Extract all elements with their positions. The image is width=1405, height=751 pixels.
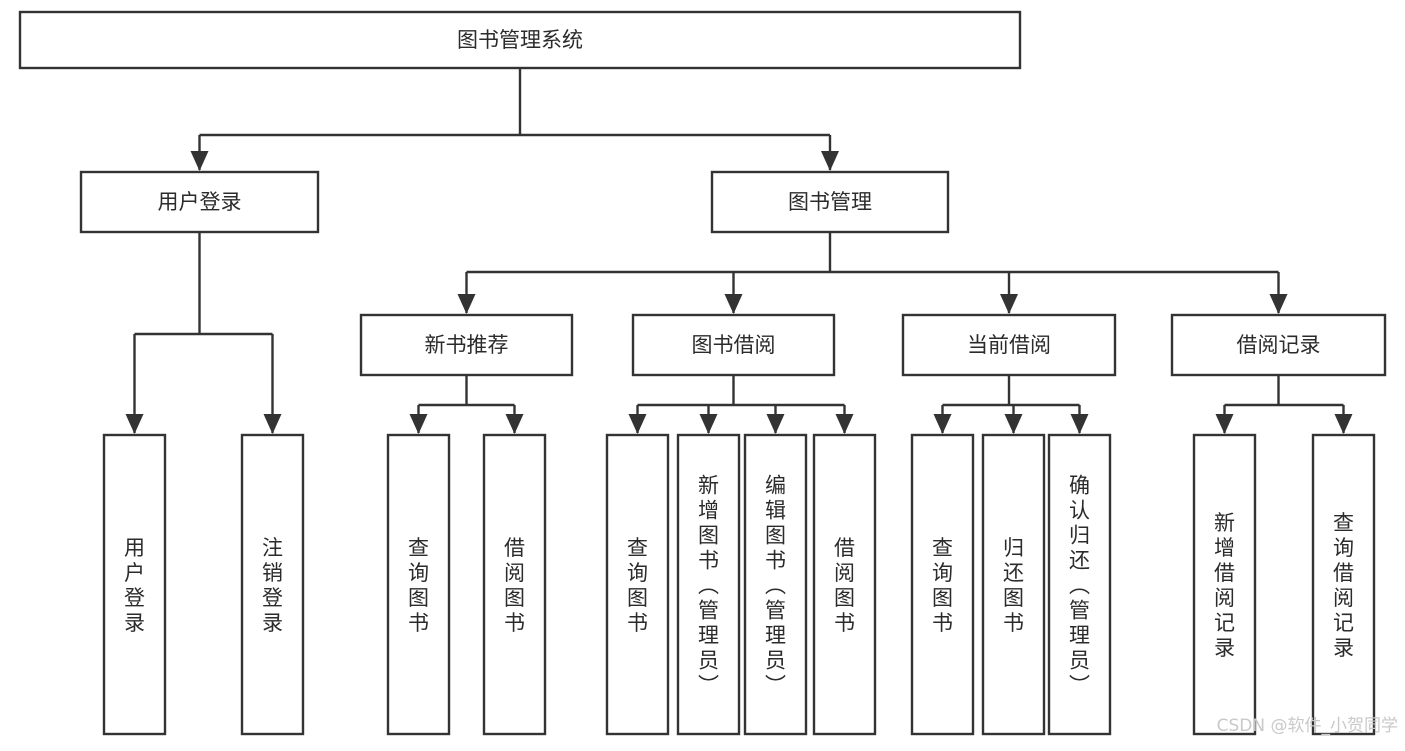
node-box-leaf-query-book-c [910, 433, 975, 736]
csdn-watermark: CSDN @软件_小贺同学 [1217, 716, 1398, 736]
node-label-leaf-borrow-book-b: 借阅图书 [834, 536, 855, 635]
node-box-leaf-confirm-return [1047, 433, 1112, 736]
node-book-manage[interactable]: 图书管理 [710, 170, 950, 234]
node-box-borrow-record [1170, 313, 1387, 377]
node-label-user-login: 用户登录 [158, 190, 242, 214]
node-label-book-manage: 图书管理 [788, 190, 872, 214]
node-box-leaf-borrow-book-a [482, 433, 547, 736]
node-leaf-add-book[interactable]: 新增图书︵管理员︶ [676, 433, 741, 736]
node-label-leaf-add-book: 新增图书︵管理员︶ [698, 474, 719, 698]
node-box-root [18, 10, 1022, 70]
node-box-leaf-add-book [676, 433, 741, 736]
node-leaf-user-login[interactable]: 用户登录 [102, 433, 167, 736]
node-box-leaf-query-book-a [386, 433, 451, 736]
node-box-leaf-borrow-book-b [812, 433, 877, 736]
node-label-leaf-query-book-c: 查询图书 [932, 536, 953, 635]
node-label-leaf-user-login: 用户登录 [124, 536, 145, 635]
arrow-head-icon [724, 294, 743, 314]
arrow-head-icon [190, 151, 209, 171]
node-leaf-query-book-b[interactable]: 查询图书 [605, 433, 670, 736]
arrow-head-icon [457, 294, 476, 314]
arrow-head-icon [835, 414, 854, 434]
arrow-head-icon [699, 414, 718, 434]
arrow-head-icon [1004, 414, 1023, 434]
node-label-leaf-confirm-return: 确认归还︵管理员︶ [1069, 474, 1090, 698]
arrow-head-icon [1215, 414, 1234, 434]
node-leaf-borrow-book-a[interactable]: 借阅图书 [482, 433, 547, 736]
node-label-leaf-borrow-book-a: 借阅图书 [504, 536, 525, 635]
node-box-book-manage [710, 170, 950, 234]
node-label-leaf-query-record: 查询借阅记录 [1333, 511, 1354, 660]
node-box-leaf-edit-book [743, 433, 808, 736]
node-current-borrow[interactable]: 当前借阅 [901, 313, 1117, 377]
node-root[interactable]: 图书管理系统 [18, 10, 1022, 70]
node-label-book-borrow: 图书借阅 [692, 333, 776, 357]
node-leaf-return-book[interactable]: 归还图书 [981, 433, 1046, 736]
node-label-leaf-add-record: 新增借阅记录 [1214, 511, 1235, 660]
node-box-leaf-query-book-b [605, 433, 670, 736]
node-leaf-edit-book[interactable]: 编辑图书︵管理员︶ [743, 433, 808, 736]
node-box-new-book-recommend [359, 313, 574, 377]
node-box-book-borrow [631, 313, 836, 377]
arrow-head-icon [933, 414, 952, 434]
node-leaf-add-record[interactable]: 新增借阅记录 [1192, 433, 1257, 736]
arrow-head-icon [505, 414, 524, 434]
node-box-leaf-query-record [1311, 433, 1376, 736]
arrow-head-icon [766, 414, 785, 434]
node-new-book-recommend[interactable]: 新书推荐 [359, 313, 574, 377]
node-borrow-record[interactable]: 借阅记录 [1170, 313, 1387, 377]
node-label-leaf-query-book-b: 查询图书 [627, 536, 648, 635]
node-box-current-borrow [901, 313, 1117, 377]
arrow-head-icon [821, 151, 839, 171]
node-label-leaf-return-book: 归还图书 [1003, 536, 1024, 635]
node-label-leaf-query-book-a: 查询图书 [408, 536, 429, 635]
arrow-head-icon [1070, 414, 1089, 434]
node-label-current-borrow: 当前借阅 [967, 333, 1051, 357]
node-box-leaf-return-book [981, 433, 1046, 736]
node-box-leaf-add-record [1192, 433, 1257, 736]
node-box-leaf-user-login [102, 433, 167, 736]
node-layer: 图书管理系统用户登录图书管理新书推荐图书借阅当前借阅借阅记录用户登录注销登录查询… [18, 10, 1387, 736]
arrow-head-icon [628, 414, 647, 434]
arrow-head-icon [263, 414, 282, 434]
node-leaf-logout[interactable]: 注销登录 [240, 433, 305, 736]
node-book-borrow[interactable]: 图书借阅 [631, 313, 836, 377]
arrow-head-icon [125, 414, 144, 434]
node-box-user-login [79, 170, 320, 234]
arrow-head-icon [1269, 294, 1288, 314]
node-label-borrow-record: 借阅记录 [1237, 333, 1321, 357]
node-leaf-confirm-return[interactable]: 确认归还︵管理员︶ [1047, 433, 1112, 736]
node-leaf-query-record[interactable]: 查询借阅记录 [1311, 433, 1376, 736]
connector-layer [125, 68, 1353, 434]
node-leaf-query-book-c[interactable]: 查询图书 [910, 433, 975, 736]
node-label-new-book-recommend: 新书推荐 [425, 333, 509, 357]
node-leaf-query-book-a[interactable]: 查询图书 [386, 433, 451, 736]
node-label-root: 图书管理系统 [457, 28, 583, 52]
node-leaf-borrow-book-b[interactable]: 借阅图书 [812, 433, 877, 736]
node-label-leaf-logout: 注销登录 [262, 536, 283, 635]
arrow-head-icon [409, 414, 428, 434]
node-user-login[interactable]: 用户登录 [79, 170, 320, 234]
node-box-leaf-logout [240, 433, 305, 736]
arrow-head-icon [1000, 294, 1018, 314]
node-label-leaf-edit-book: 编辑图书︵管理员︶ [765, 474, 786, 698]
arrow-head-icon [1334, 414, 1353, 434]
